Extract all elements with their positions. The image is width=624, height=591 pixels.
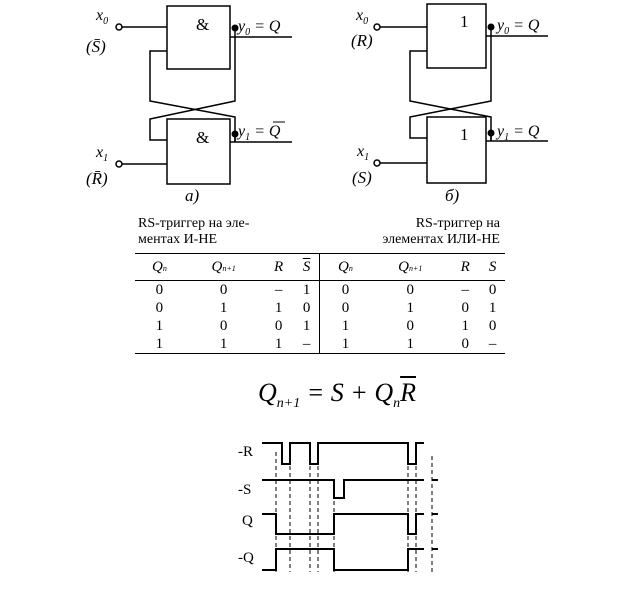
cell: 1 xyxy=(219,299,228,316)
header-s-right: S xyxy=(488,258,497,275)
table-caption-right: RS-триггер на элементах ИЛИ-НЕ xyxy=(382,216,500,247)
input-a-x1-label: x1 xyxy=(95,144,108,164)
cell: 1 xyxy=(406,299,415,316)
header-qn1-left: Qn+1 xyxy=(211,258,236,275)
cell: 0 xyxy=(274,317,283,334)
circuit-b xyxy=(373,3,548,184)
header-s-left: S xyxy=(302,258,311,275)
circuit-a xyxy=(115,5,292,185)
cell: 0 xyxy=(219,317,228,334)
truth-table: Qn Qn+1 R S Qn Qn+1 R S 0 0 – 1 0 0 – 0 … xyxy=(135,253,505,354)
gate-b-top xyxy=(426,3,487,69)
cell: 1 xyxy=(319,335,371,354)
input-a-x0-label: x0 xyxy=(95,7,108,27)
formula-qn-sub: n xyxy=(393,396,401,412)
cell: 0 xyxy=(319,299,371,317)
timing-diagram: -R -S Q -Q xyxy=(238,442,438,572)
formula-q: Q xyxy=(258,378,277,407)
input-b-x0-label: x0 xyxy=(355,7,368,27)
caption-a: а) xyxy=(185,186,200,205)
table-row: 1 1 1 – 1 1 0 – xyxy=(135,335,505,354)
table-row: 0 0 – 1 0 0 – 0 xyxy=(135,280,505,299)
cell: 0 xyxy=(461,335,469,352)
cell: 0 xyxy=(406,281,415,298)
waveform-nq xyxy=(262,548,424,571)
input-b-x1-alt: (S) xyxy=(352,168,372,187)
waveform-s xyxy=(262,479,424,499)
input-b-x0-terminal xyxy=(373,23,381,31)
input-a-x0-alt: (S̄) xyxy=(86,37,106,56)
output-a-bottom-label: y1 = Q xyxy=(236,123,281,143)
truth-table-header: Qn Qn+1 R S Qn Qn+1 R S xyxy=(135,253,505,281)
cell: 0 xyxy=(155,299,164,316)
cell: – xyxy=(488,335,497,352)
input-b-x1-label: x1 xyxy=(356,143,369,163)
caption-b: б) xyxy=(445,186,460,205)
cell: 0 xyxy=(406,317,415,334)
cell: 1 xyxy=(488,299,497,316)
table-row: 0 1 1 0 0 1 0 1 xyxy=(135,299,505,317)
cell: 0 xyxy=(319,280,371,299)
output-b-top-label: y0 = Q xyxy=(495,17,540,37)
timing-label-nq: -Q xyxy=(238,550,254,566)
cell: 0 xyxy=(488,317,497,334)
waveform-r xyxy=(262,442,424,465)
gate-b-bottom-symbol: 1 xyxy=(460,125,469,144)
header-r-left: R xyxy=(274,258,284,275)
gate-b-bottom xyxy=(426,116,487,184)
cell: 0 xyxy=(461,299,469,316)
formula-middle: = S + Q xyxy=(300,378,394,407)
cell: 1 xyxy=(406,335,415,352)
cell: 1 xyxy=(155,317,164,334)
header-qn1-right: Qn+1 xyxy=(398,258,423,275)
formula: Qn+1 = S + QnR xyxy=(258,378,416,412)
output-b-bottom-label: y1 = Q xyxy=(495,123,540,143)
cell: 0 xyxy=(488,281,497,298)
cell: – xyxy=(274,281,283,298)
waveform-q xyxy=(262,513,424,535)
header-qn-right: Qn xyxy=(319,253,371,281)
cell: 1 xyxy=(155,335,164,352)
input-a-x1-terminal xyxy=(115,160,123,168)
cell: – xyxy=(302,335,311,352)
header-qn-left: Qn xyxy=(151,258,167,275)
input-a-x1-alt: (R̄) xyxy=(86,169,108,188)
input-a-x0-terminal xyxy=(115,23,123,31)
formula-r: R xyxy=(400,378,416,407)
formula-q-sub: n+1 xyxy=(276,396,301,412)
cell: 1 xyxy=(274,335,283,352)
cell: 1 xyxy=(274,299,283,316)
cell: 1 xyxy=(219,335,228,352)
table-row: 1 0 0 1 1 0 1 0 xyxy=(135,317,505,335)
timing-label-s: -S xyxy=(238,482,251,498)
gate-a-bottom xyxy=(166,118,231,185)
cell: 1 xyxy=(302,317,311,334)
cell: 0 xyxy=(302,299,311,316)
input-b-x0-alt: (R) xyxy=(351,31,373,50)
cell: 1 xyxy=(461,317,469,334)
cell: 1 xyxy=(302,281,311,298)
table-caption-left: RS-триггер на эле- ментах И-НЕ xyxy=(138,216,250,247)
timing-label-q: Q xyxy=(242,513,253,529)
cell: 0 xyxy=(219,281,228,298)
output-a-top-label: y0 = Q xyxy=(236,18,281,38)
gate-b-top-symbol: 1 xyxy=(460,12,469,31)
input-b-x1-terminal xyxy=(373,159,381,167)
gate-a-top-symbol: & xyxy=(196,15,209,34)
gate-a-bottom-symbol: & xyxy=(196,128,209,147)
timing-label-r: -R xyxy=(238,444,253,460)
cell: – xyxy=(461,281,469,298)
header-r-right: R xyxy=(460,258,470,275)
cell: 1 xyxy=(319,317,371,335)
cell: 0 xyxy=(155,281,164,298)
